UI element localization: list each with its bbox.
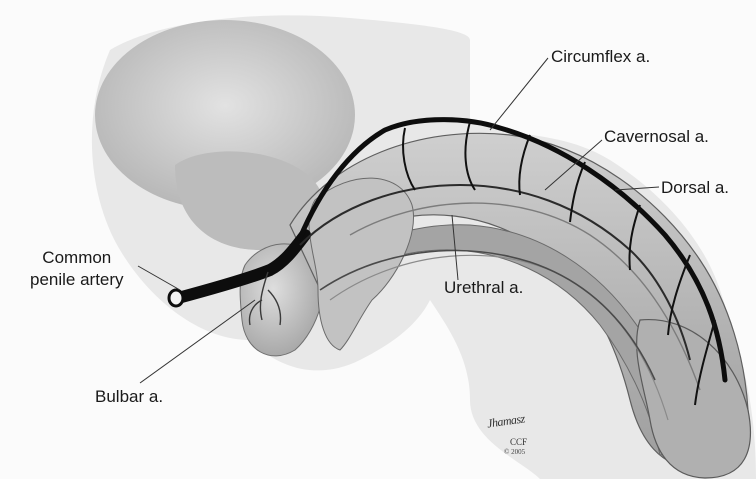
label-dorsal-artery: Dorsal a. [661, 177, 729, 198]
artist-signature: Jhamasz CCF © 2005 [483, 412, 555, 462]
label-common-line2: penile artery [30, 269, 124, 291]
signature-name: Jhamasz [486, 411, 526, 431]
label-common-penile-artery: Common penile artery [30, 247, 124, 291]
leader-circumflex [490, 58, 548, 130]
label-urethral-artery: Urethral a. [444, 277, 523, 298]
signature-year: © 2005 [504, 448, 525, 456]
artery-opening [169, 290, 183, 306]
label-common-line1: Common [30, 247, 124, 269]
signature-org: CCF [510, 437, 527, 447]
label-cavernosal-artery: Cavernosal a. [604, 126, 709, 147]
label-bulbar-artery: Bulbar a. [95, 386, 163, 407]
label-circumflex-artery: Circumflex a. [551, 46, 650, 67]
